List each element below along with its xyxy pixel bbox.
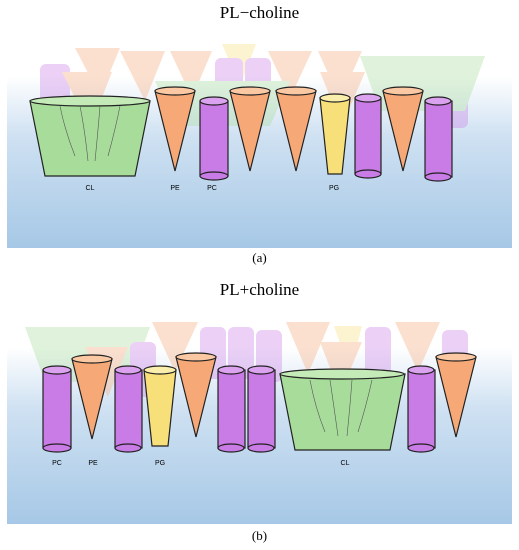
cl-molecule	[279, 368, 406, 451]
label-cl: CL	[341, 460, 350, 467]
pe-molecule	[71, 354, 113, 440]
label-pc: PC	[207, 185, 217, 192]
pe-molecule-4	[382, 86, 424, 172]
bg-cone	[120, 51, 165, 101]
bg-cone	[286, 322, 330, 374]
pe-molecule	[154, 86, 196, 172]
bg-cone	[395, 322, 440, 372]
pc-molecule-3	[217, 365, 246, 453]
panel-b-label: (b)	[251, 528, 268, 543]
pg-molecule	[143, 365, 177, 447]
bg-cone	[222, 44, 256, 86]
pe-molecule-2	[175, 352, 217, 438]
pc-molecule-2	[114, 365, 143, 453]
cl-molecule	[29, 95, 151, 177]
label-pc: PC	[52, 460, 62, 467]
panel-a-label: (a)	[252, 250, 267, 265]
pc-molecule-2	[354, 93, 382, 179]
pe-molecule-3	[275, 86, 317, 172]
bg-cone	[320, 342, 362, 394]
label-pe: PE	[170, 185, 180, 192]
panel-b-title: PL+choline	[219, 280, 300, 299]
pc-molecule-5	[407, 365, 436, 453]
panel-a-title: PL−choline	[219, 3, 300, 22]
bg-cone	[318, 51, 362, 100]
label-pg: PG	[329, 185, 339, 192]
pe-molecule-3	[435, 352, 477, 438]
pe-molecule-2	[229, 86, 271, 172]
bg-cone	[75, 48, 120, 96]
panel-a-diagram: CL PE PC PG	[7, 44, 512, 248]
label-cl: CL	[86, 185, 95, 192]
pc-molecule-4	[247, 365, 276, 453]
bg-cone	[334, 326, 362, 372]
pg-molecule	[319, 93, 351, 175]
panel-b-diagram: PC PE PG CL	[7, 322, 512, 524]
label-pg: PG	[155, 460, 165, 467]
bg-cone	[170, 51, 212, 98]
bg-cylinder	[365, 327, 391, 379]
pc-molecule	[42, 365, 72, 453]
pc-molecule	[199, 96, 229, 181]
bg-cone	[152, 322, 198, 372]
bg-cone	[268, 51, 312, 98]
label-pe: PE	[88, 460, 98, 467]
pc-molecule-3	[424, 96, 453, 182]
